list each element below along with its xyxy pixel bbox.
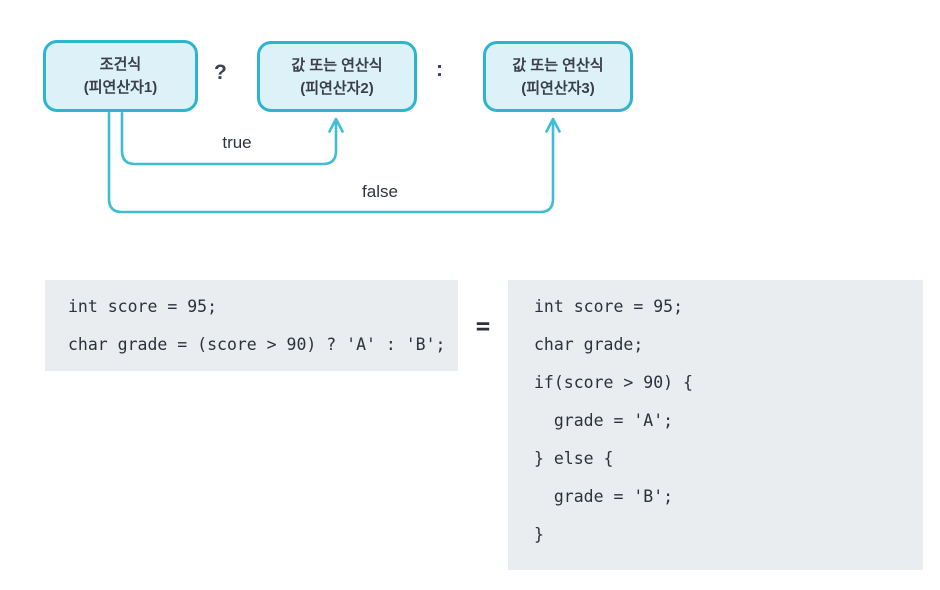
true-value-box-subtitle: (피연산자2) xyxy=(300,79,374,97)
true-branch-label: true xyxy=(222,133,252,152)
code-line: char grade; xyxy=(534,335,644,354)
code-line: } else { xyxy=(534,449,614,468)
condition-box: 조건식 (피연산자1) xyxy=(43,40,198,112)
code-line: grade = 'B'; xyxy=(534,487,674,506)
question-mark-operator: ? xyxy=(214,61,227,84)
false-arrowhead-icon xyxy=(545,117,561,133)
false-value-box-title: 값 또는 연산식 xyxy=(512,56,604,74)
true-value-box-title: 값 또는 연산식 xyxy=(291,56,383,74)
condition-box-title: 조건식 xyxy=(99,56,142,73)
ternary-code-block: int score = 95; char grade = (score > 90… xyxy=(45,280,458,371)
code-line: int score = 95; xyxy=(68,297,218,316)
code-line: grade = 'A'; xyxy=(534,411,674,430)
code-line: } xyxy=(534,525,544,544)
colon-operator: : xyxy=(436,58,443,81)
false-branch-label: false xyxy=(362,182,398,201)
condition-box-subtitle: (피연산자1) xyxy=(83,79,158,96)
code-line: char grade = (score > 90) ? 'A' : 'B'; xyxy=(68,335,446,354)
flow-arrows xyxy=(107,111,561,214)
true-arrowhead-icon xyxy=(328,117,344,133)
true-value-box: 값 또는 연산식 (피연산자2) xyxy=(257,41,417,112)
false-value-box-subtitle: (피연산자3) xyxy=(521,79,595,97)
equals-sign: = xyxy=(475,312,491,340)
false-arrow-line xyxy=(107,111,555,214)
false-value-box: 값 또는 연산식 (피연산자3) xyxy=(483,41,633,112)
code-line: int score = 95; xyxy=(534,297,684,316)
if-else-code-block: int score = 95; char grade; if(score > 9… xyxy=(508,280,923,570)
code-line: if(score > 90) { xyxy=(534,373,693,392)
